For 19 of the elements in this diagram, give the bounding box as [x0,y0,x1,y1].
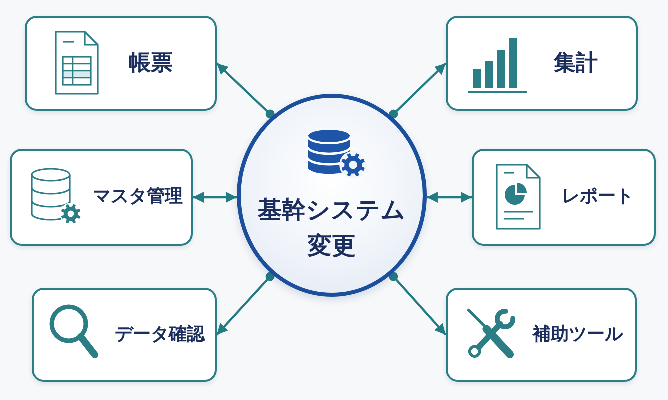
arrow [216,62,275,119]
node-label: 帳票 [129,50,173,78]
node-label: データ確認 [115,324,205,346]
process-box [10,149,193,246]
process-box [446,16,638,111]
arrow [216,272,275,336]
node-label: マスタ管理 [93,186,183,209]
node-label: レポート [562,186,634,209]
arrow [426,192,472,203]
process-box [446,288,637,382]
arrow [389,272,447,336]
process-box [25,16,217,111]
node-label: 基幹システム変更 [257,195,407,262]
arrow [193,192,238,203]
node-label: 補助ツール [533,324,623,346]
arrow [389,62,447,119]
process-box [472,149,656,246]
process-box [32,288,217,382]
node-label: 集計 [554,50,598,78]
